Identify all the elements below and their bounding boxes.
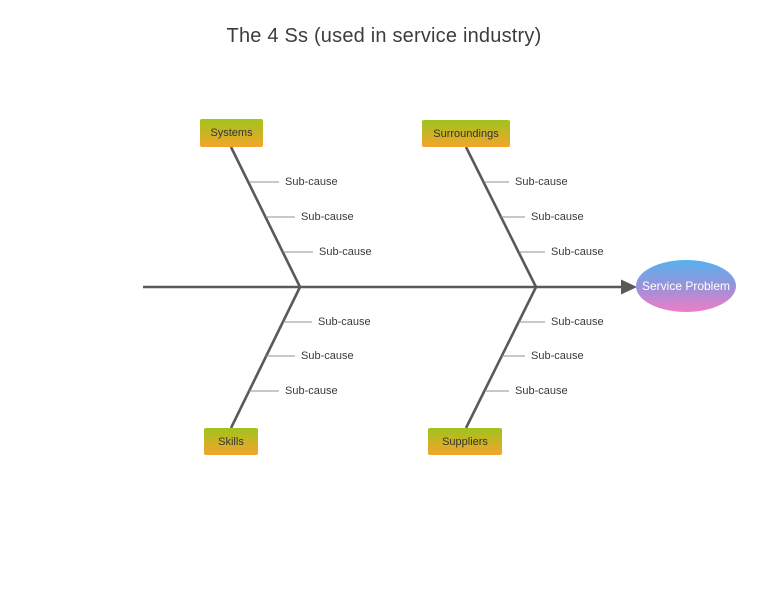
ticks-surroundings bbox=[484, 181, 545, 253]
category-box-skills: Skills bbox=[204, 428, 258, 455]
subcause-label: Sub-cause bbox=[285, 385, 338, 397]
branch-suppliers-line bbox=[464, 286, 538, 429]
subcause-label: Sub-cause bbox=[551, 316, 604, 328]
subcause-label: Sub-cause bbox=[285, 176, 338, 188]
effect-label: Service Problem bbox=[641, 279, 731, 293]
category-label-suppliers: Suppliers bbox=[442, 435, 488, 448]
arrow-head-icon bbox=[621, 279, 637, 295]
subcause-label: Sub-cause bbox=[318, 316, 371, 328]
subcause-label: Sub-cause bbox=[531, 350, 584, 362]
diagram-title: The 4 Ss (used in service industry) bbox=[226, 25, 542, 47]
ticks-suppliers bbox=[485, 321, 545, 392]
ticks-systems bbox=[249, 181, 313, 253]
category-label-skills: Skills bbox=[218, 435, 244, 448]
subcause-label: Sub-cause bbox=[515, 385, 568, 397]
category-box-systems: Systems bbox=[200, 119, 263, 147]
subcause-label: Sub-cause bbox=[531, 211, 584, 223]
ticks-skills bbox=[249, 321, 312, 392]
effect-ellipse: Service Problem bbox=[636, 260, 736, 312]
category-label-systems: Systems bbox=[210, 127, 253, 139]
subcause-label: Sub-cause bbox=[301, 350, 354, 362]
branch-systems-line bbox=[229, 146, 302, 288]
subcause-label: Sub-cause bbox=[551, 246, 604, 258]
category-box-surroundings: Surroundings bbox=[422, 120, 510, 147]
subcause-label: Sub-cause bbox=[319, 246, 372, 258]
category-box-suppliers: Suppliers bbox=[428, 428, 502, 455]
branch-skills-line bbox=[229, 286, 302, 429]
subcause-label: Sub-cause bbox=[515, 176, 568, 188]
category-label-surroundings: Surroundings bbox=[433, 127, 499, 140]
subcause-label: Sub-cause bbox=[301, 211, 354, 223]
